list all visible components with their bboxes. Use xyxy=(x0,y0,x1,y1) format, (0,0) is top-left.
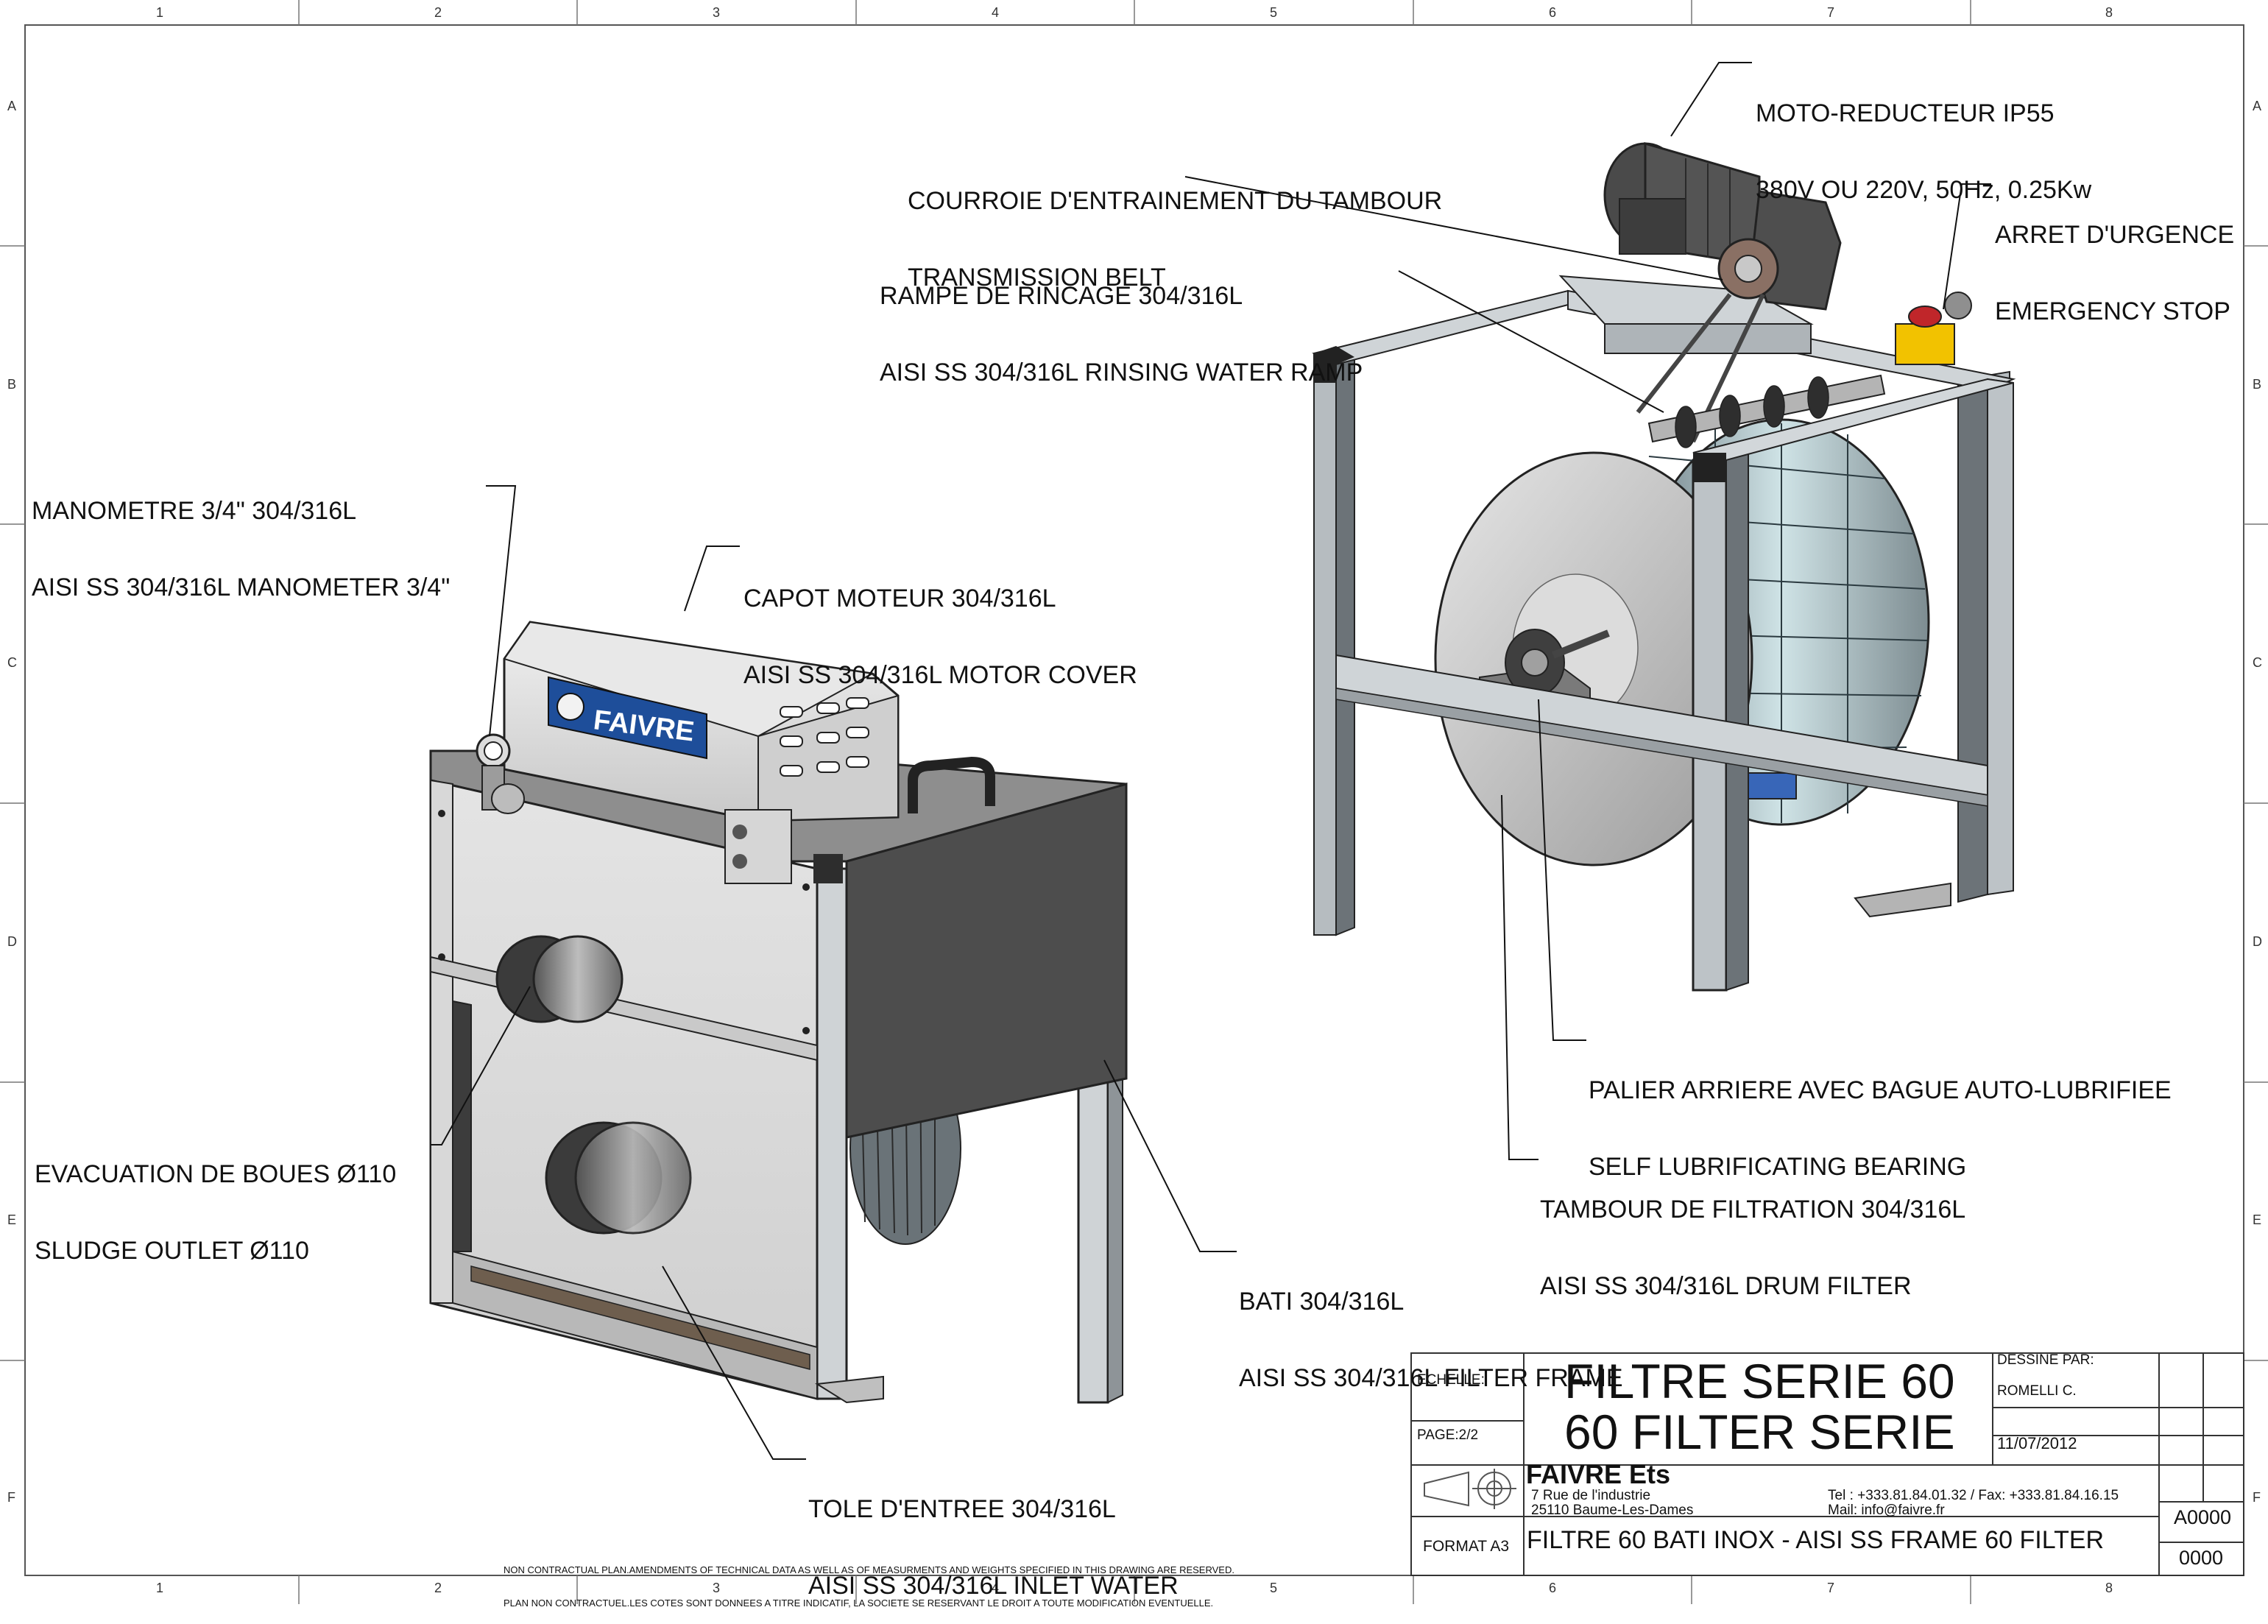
zone-row-d-right: D xyxy=(2253,934,2262,949)
leader-lines xyxy=(431,62,1991,1460)
callout-evacuation-line1: EVACUATION DE BOUES Ø110 xyxy=(35,1160,397,1188)
rear-bearing xyxy=(1479,629,1610,719)
callout-moto-reducteur-line2: 380V OU 220V, 50Hz, 0.25Kw xyxy=(1756,176,2092,204)
zone-row-a-right: A xyxy=(2253,99,2262,113)
callout-tambour-line1: TAMBOUR DE FILTRATION 304/316L xyxy=(1540,1196,1966,1224)
callout-tole-line2: AISI SS 304/316L INLET WATER xyxy=(808,1572,1179,1600)
callout-arret-urgence-line1: ARRET D'URGENCE xyxy=(1995,221,2235,249)
callout-manometre: MANOMETRE 3/4" 304/316L AISI SS 304/316L… xyxy=(32,448,450,626)
zone-row-c-right: C xyxy=(2253,655,2262,670)
dessine-par-label: DESSINE PAR: xyxy=(1997,1352,2094,1368)
callout-tole: TOLE D'ENTREE 304/316L AISI SS 304/316L … xyxy=(808,1446,1179,1624)
callout-palier: PALIER ARRIERE AVEC BAGUE AUTO-LUBRIFIEE… xyxy=(1589,1027,2172,1205)
callout-capot-moteur: CAPOT MOTEUR 304/316L AISI SS 304/316L M… xyxy=(743,535,1137,713)
title-fr: FILTRE SERIE 60 xyxy=(1564,1354,1955,1408)
zone-col-1-top: 1 xyxy=(156,5,164,20)
callout-courroie: COURROIE D'ENTRAINEMENT DU TAMBOUR TRANS… xyxy=(908,138,1442,316)
zone-row-c-left: C xyxy=(7,655,17,670)
callout-bati: BATI 304/316L AISI SS 304/316L FILTER FR… xyxy=(1239,1238,1623,1416)
company-name: FAIVRE Ets xyxy=(1526,1459,1671,1489)
company-tel-fax: Tel : +333.81.84.01.32 / Fax: +333.81.84… xyxy=(1828,1488,2119,1503)
callout-manometre-line2: AISI SS 304/316L MANOMETER 3/4" xyxy=(32,573,451,601)
zone-row-b-right: B xyxy=(2253,377,2262,392)
callout-moto-reducteur: MOTO-REDUCTEUR IP55 380V OU 220V, 50Hz, … xyxy=(1756,50,2091,228)
rear-view-illustration xyxy=(1312,142,2016,992)
callout-rampe-rincage: RAMPE DE RINCAGE 304/316L AISI SS 304/31… xyxy=(880,233,1363,411)
projection-symbol xyxy=(1424,1469,1516,1509)
drawing-title: FILTRE 60 BATI INOX - AISI SS FRAME 60 F… xyxy=(1527,1526,2105,1554)
callout-palier-line2: SELF LUBRIFICATING BEARING xyxy=(1589,1153,1967,1181)
company-address-1: 7 Rue de l'industrie xyxy=(1531,1488,1651,1503)
zone-col-4-top: 4 xyxy=(992,5,1000,20)
zone-col-2-bottom: 2 xyxy=(434,1581,442,1595)
callout-moto-reducteur-line1: MOTO-REDUCTEUR IP55 xyxy=(1756,99,2055,127)
title-en: 60 FILTER SERIE xyxy=(1564,1405,1955,1459)
callout-rampe-rincage-line1: RAMPE DE RINCAGE 304/316L xyxy=(880,282,1243,310)
echelle-label: ECHELLE: xyxy=(1417,1372,1485,1388)
disclaimer-en: NON CONTRACTUAL PLAN.AMENDMENTS OF TECHN… xyxy=(504,1564,1234,1575)
emergency-stop-box xyxy=(1895,292,1972,365)
callout-manometre-line1: MANOMETRE 3/4" 304/316L xyxy=(32,497,357,525)
zone-col-7-bottom: 7 xyxy=(1827,1581,1835,1595)
zone-row-e-left: E xyxy=(7,1212,17,1227)
zone-row-e-right: E xyxy=(2253,1212,2262,1227)
company-mail: Mail: info@faivre.fr xyxy=(1828,1503,1945,1518)
zone-col-3-top: 3 xyxy=(713,5,721,20)
front-view-illustration: FAIVRE xyxy=(429,621,1128,1404)
callout-bati-line2: AISI SS 304/316L FILTER FRAME xyxy=(1239,1364,1623,1392)
disclaimer: NON CONTRACTUAL PLAN.AMENDMENTS OF TECHN… xyxy=(504,1542,1234,1620)
zone-col-5-bottom: 5 xyxy=(1270,1581,1278,1595)
title-block-grid xyxy=(1410,1352,2244,1576)
format-label: FORMAT A3 xyxy=(1423,1538,1510,1555)
callout-courroie-line1: COURROIE D'ENTRAINEMENT DU TAMBOUR xyxy=(908,187,1443,215)
zone-row-f-left: F xyxy=(7,1490,15,1505)
callout-tole-line1: TOLE D'ENTREE 304/316L xyxy=(808,1495,1116,1523)
designer-name: ROMELLI C. xyxy=(1997,1383,2077,1399)
callout-palier-line1: PALIER ARRIERE AVEC BAGUE AUTO-LUBRIFIEE xyxy=(1589,1076,2172,1104)
callout-tambour-line2: AISI SS 304/316L DRUM FILTER xyxy=(1540,1272,1912,1300)
callout-capot-moteur-line1: CAPOT MOTEUR 304/316L xyxy=(743,585,1056,612)
disclaimer-fr: PLAN NON CONTRACTUEL.LES COTES SONT DONN… xyxy=(504,1597,1214,1609)
drawing-number: 0000 xyxy=(2179,1547,2224,1569)
zone-row-f-right: F xyxy=(2253,1490,2261,1505)
zone-col-3-bottom: 3 xyxy=(713,1581,721,1595)
zone-col-8-top: 8 xyxy=(2105,5,2113,20)
callout-bati-line1: BATI 304/316L xyxy=(1239,1288,1405,1316)
zone-col-8-bottom: 8 xyxy=(2105,1581,2113,1595)
callout-tambour: TAMBOUR DE FILTRATION 304/316L AISI SS 3… xyxy=(1540,1146,1965,1324)
zone-row-d-left: D xyxy=(7,934,17,949)
callout-courroie-line2: TRANSMISSION BELT xyxy=(908,264,1166,292)
zone-col-6-bottom: 6 xyxy=(1549,1581,1557,1595)
zone-col-2-top: 2 xyxy=(434,5,442,20)
company-address-2: 25110 Baume-Les-Dames xyxy=(1531,1503,1694,1518)
callout-evacuation: EVACUATION DE BOUES Ø110 SLUDGE OUTLET Ø… xyxy=(35,1111,396,1289)
zone-col-1-bottom: 1 xyxy=(156,1581,164,1595)
callout-arret-urgence: ARRET D'URGENCE EMERGENCY STOP xyxy=(1995,172,2234,350)
drawing-ref: A0000 xyxy=(2174,1506,2232,1528)
page-label: PAGE:2/2 xyxy=(1417,1427,1479,1443)
filter-drum xyxy=(1434,418,1930,866)
zone-col-5-top: 5 xyxy=(1270,5,1278,20)
zone-row-b-left: B xyxy=(7,377,17,392)
callout-capot-moteur-line2: AISI SS 304/316L MOTOR COVER xyxy=(743,661,1137,689)
zone-col-7-top: 7 xyxy=(1827,5,1835,20)
zone-col-6-top: 6 xyxy=(1549,5,1557,20)
callout-rampe-rincage-line2: AISI SS 304/316L RINSING WATER RAMP xyxy=(880,359,1363,386)
zone-col-4-bottom: 4 xyxy=(992,1581,1000,1595)
drawing-date: 11/07/2012 xyxy=(1997,1434,2077,1452)
zone-row-a-left: A xyxy=(7,99,17,113)
callout-arret-urgence-line2: EMERGENCY STOP xyxy=(1995,297,2230,325)
callout-evacuation-line2: SLUDGE OUTLET Ø110 xyxy=(35,1237,309,1265)
